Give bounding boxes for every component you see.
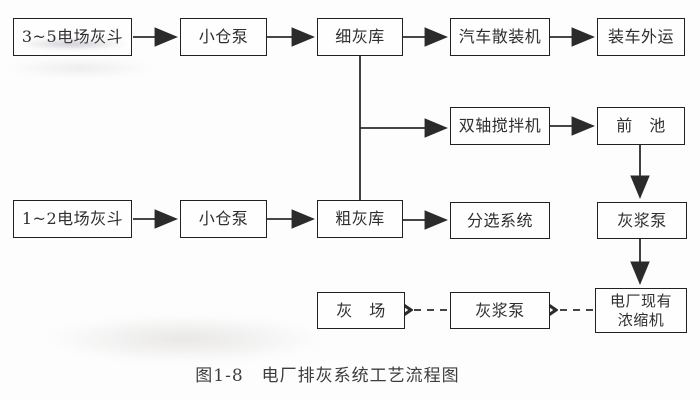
node-forebay: 前 池 bbox=[597, 107, 685, 145]
node-small-bin-pump-fine: 小仓泵 bbox=[180, 18, 267, 56]
node-ash-yard: 灰 场 bbox=[317, 292, 405, 329]
node-slurry-pump-lower: 灰浆泵 bbox=[450, 292, 550, 329]
node-small-bin-pump-coarse: 小仓泵 bbox=[180, 200, 267, 238]
scan-artifact bbox=[45, 315, 325, 363]
thickener-label-line2: 浓缩机 bbox=[617, 310, 665, 329]
node-hopper-fields-3-5: 3~5电场灰斗 bbox=[13, 18, 132, 56]
node-existing-thickener: 电厂现有 浓缩机 bbox=[595, 288, 687, 333]
scan-artifact bbox=[5, 58, 155, 78]
node-sorting-system: 分选系统 bbox=[450, 202, 550, 239]
node-truck-bulk-loader: 汽车散装机 bbox=[450, 18, 550, 56]
node-coarse-ash-silo: 粗灰库 bbox=[317, 200, 403, 238]
figure-caption: 图1-8 电厂排灰系统工艺流程图 bbox=[195, 366, 460, 386]
node-fine-ash-silo: 细灰库 bbox=[317, 18, 403, 56]
node-twin-shaft-mixer: 双轴搅拌机 bbox=[450, 107, 550, 145]
node-load-transport-out: 装车外运 bbox=[597, 18, 685, 56]
node-slurry-pump-upper: 灰浆泵 bbox=[597, 202, 687, 239]
thickener-label-line1: 电厂现有 bbox=[609, 291, 672, 310]
node-hopper-fields-1-2: 1~2电场灰斗 bbox=[13, 200, 132, 238]
